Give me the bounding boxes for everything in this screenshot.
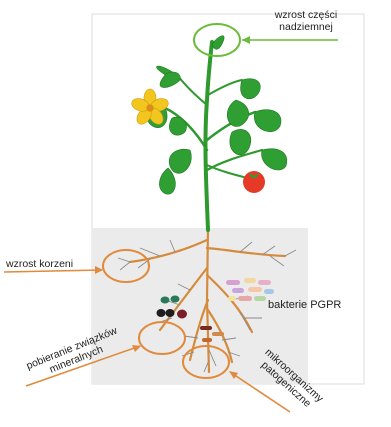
pgpr-label: bakterie PGPR [268, 299, 341, 311]
root-growth-label: wzrost korzeni [6, 258, 73, 270]
shoot-growth-label: wzrost części nadziemnej [246, 9, 366, 33]
root-arrow [4, 270, 102, 272]
shoot-growth-label-line2: nadziemnej [246, 21, 366, 33]
shoot-growth-label-line1: wzrost części [246, 9, 366, 21]
tomato-fruit [243, 171, 265, 193]
